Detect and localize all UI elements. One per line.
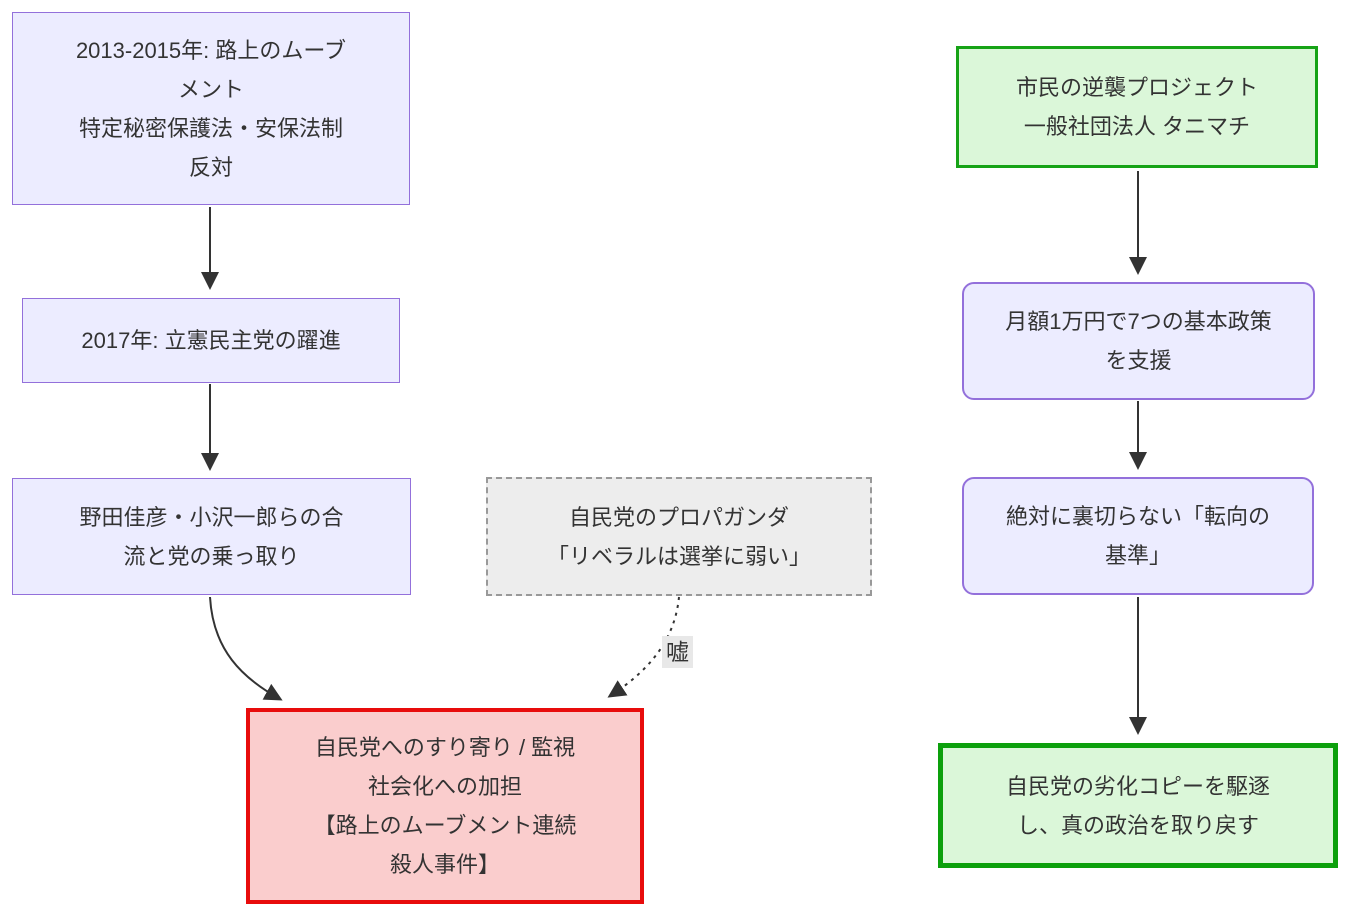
- node-citizen-project: 市民の逆襲プロジェクト 一般社団法人 タニマチ: [956, 46, 1318, 168]
- node-goal-reclaim-politics: 自民党の劣化コピーを駆逐 し、真の政治を取り戻す: [938, 743, 1338, 868]
- node-no-betrayal-criteria: 絶対に裏切らない「転向の 基準」: [962, 477, 1314, 595]
- node-betrayal-result: 自民党へのすり寄り / 監視 社会化への加担 【路上のムーブメント連続 殺人事件…: [246, 708, 644, 904]
- arrow-takeover-to-betrayal: [209, 596, 283, 701]
- node-party-takeover: 野田佳彦・小沢一郎らの合 流と党の乗っ取り: [12, 478, 411, 595]
- node-ldp-propaganda: 自民党のプロパガンダ 「リベラルは選挙に弱い」: [486, 477, 872, 596]
- node-monthly-support: 月額1万円で7つの基本政策 を支援: [962, 282, 1315, 400]
- node-cdp-2017: 2017年: 立憲民主党の躍進: [22, 298, 400, 383]
- edge-label-lie: 嘘: [662, 636, 693, 668]
- node-street-movement: 2013-2015年: 路上のムーブ メント 特定秘密保護法・安保法制 反対: [12, 12, 410, 205]
